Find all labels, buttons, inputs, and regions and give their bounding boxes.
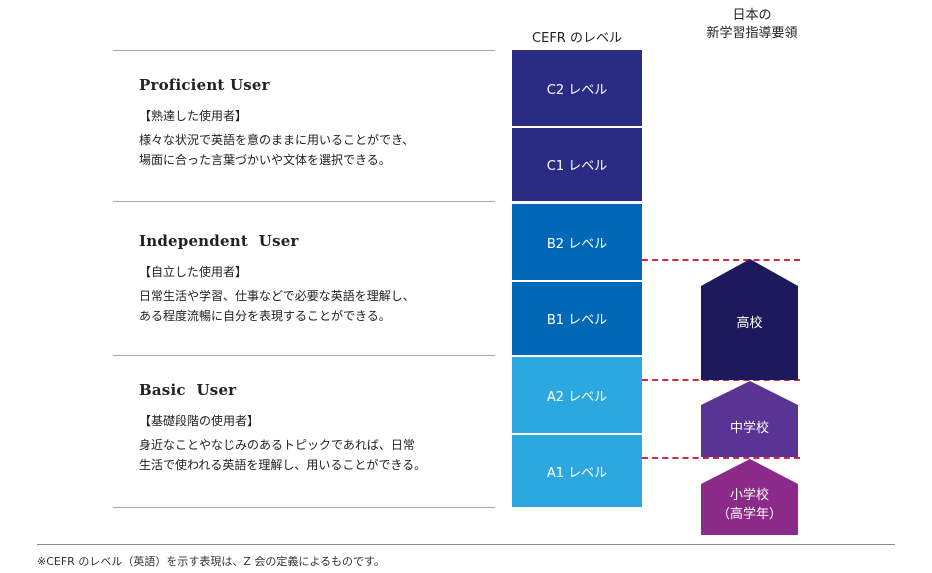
- level-a1-box: A1 レベル: [512, 435, 642, 507]
- independent-desc-line2: ある程度流暢に自分を表現することができる。: [139, 309, 391, 323]
- dashed-line-junior-high: [642, 379, 800, 381]
- cefr-column-header: CEFR のレベル: [532, 31, 622, 46]
- proficient-desc-line1: 様々な状況で英語を意のままに用いることができ、: [139, 133, 415, 147]
- level-c1-box: C1 レベル: [512, 128, 642, 201]
- elementary-label: 小学校 （高学年）: [701, 486, 798, 524]
- independent-user-description: 日常生活や学習、仕事などで必要な英語を理解し、 ある程度流暢に自分を表現すること…: [139, 286, 499, 326]
- elementary-label-line2: （高学年）: [716, 507, 782, 522]
- independent-user-block: Independent User 【自立した使用者】 日常生活や学習、仕事などで…: [139, 232, 499, 326]
- level-a2-box: A2 レベル: [512, 357, 642, 433]
- proficient-user-block: Proficient User 【熟達した使用者】 様々な状況で英語を意のままに…: [139, 76, 499, 170]
- level-c2-box: C2 レベル: [512, 50, 642, 126]
- independent-desc-line1: 日常生活や学習、仕事などで必要な英語を理解し、: [139, 289, 415, 303]
- level-b1-box: B1 レベル: [512, 282, 642, 355]
- independent-user-subtitle: 【自立した使用者】: [139, 265, 248, 279]
- basic-user-title: Basic User: [139, 381, 237, 399]
- divider-proficient-independent: [113, 201, 495, 202]
- divider-bottom: [113, 507, 495, 508]
- japan-column-header: 日本の 新学習指導要領: [690, 7, 814, 43]
- junior-high-label: 中学校: [729, 421, 769, 436]
- dashed-line-elementary: [642, 457, 800, 459]
- footnote: ※CEFR のレベル（英語）を示す表現は、Z 会の定義によるものです。: [37, 555, 385, 568]
- japan-header-line1: 日本の: [732, 8, 772, 23]
- divider-top: [113, 50, 495, 51]
- basic-desc-line1: 身近なことやなじみのあるトピックであれば、日常: [139, 438, 415, 452]
- proficient-user-title: Proficient User: [139, 76, 270, 94]
- basic-user-description: 身近なことやなじみのあるトピックであれば、日常 生活で使われる英語を理解し、用い…: [139, 435, 499, 475]
- high-school-label: 高校: [736, 316, 763, 331]
- proficient-desc-line2: 場面に合った言葉づかいや文体を選択できる。: [139, 153, 391, 167]
- basic-user-block: Basic User 【基礎段階の使用者】 身近なことやなじみのあるトピックであ…: [139, 381, 499, 475]
- proficient-user-description: 様々な状況で英語を意のままに用いることができ、 場面に合った言葉づかいや文体を選…: [139, 130, 499, 170]
- japan-header-line2: 新学習指導要領: [706, 26, 798, 41]
- divider-independent-basic: [113, 355, 495, 356]
- independent-user-title: Independent User: [139, 232, 299, 250]
- dashed-line-high-school: [642, 259, 800, 261]
- basic-desc-line2: 生活で使われる英語を理解し、用いることができる。: [139, 458, 427, 472]
- basic-user-subtitle: 【基礎段階の使用者】: [139, 414, 260, 428]
- footer-divider: [37, 544, 895, 545]
- level-b2-box: B2 レベル: [512, 204, 642, 280]
- elementary-label-line1: 小学校: [729, 488, 769, 503]
- proficient-user-subtitle: 【熟達した使用者】: [139, 109, 248, 123]
